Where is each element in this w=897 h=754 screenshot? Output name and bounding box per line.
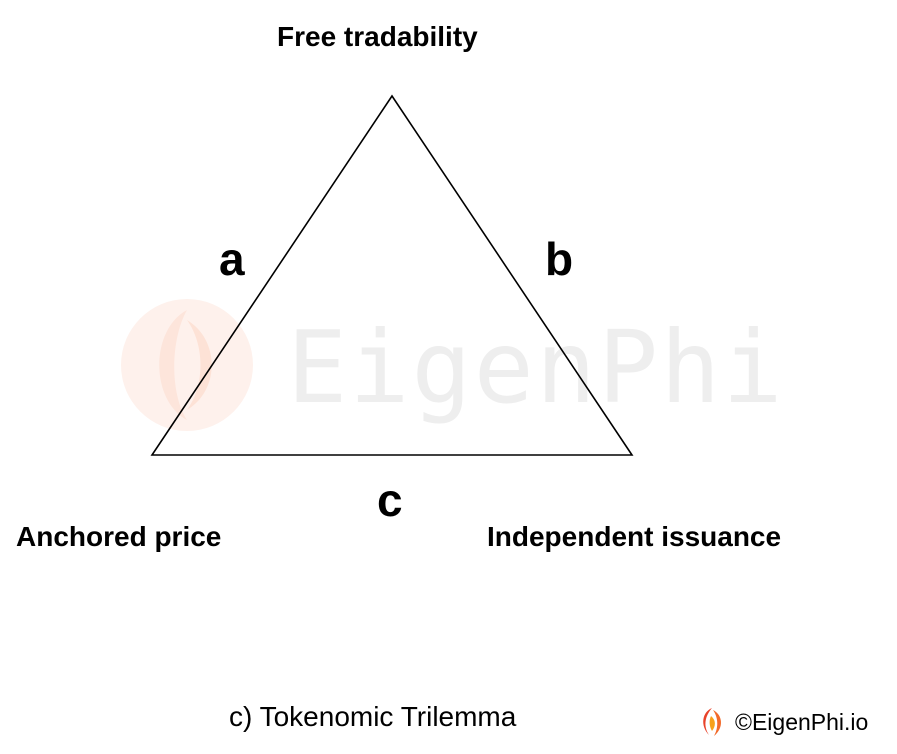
triangle-shape: [150, 94, 634, 456]
figure-caption: c) Tokenomic Trilemma: [229, 701, 517, 732]
credit-text: ©EigenPhi.io: [735, 709, 869, 735]
watermark-text: EigenPhi: [287, 309, 785, 426]
side-label-b: b: [545, 233, 574, 285]
side-label-a: a: [219, 233, 245, 285]
vertex-label-top: Free tradability: [277, 21, 478, 52]
vertex-label-bottom-right: Independent issuance: [487, 521, 782, 552]
vertex-label-bottom-left: Anchored price: [16, 521, 222, 552]
eigenphi-logo-icon: [703, 708, 722, 736]
watermark-logo-icon: [121, 299, 253, 431]
side-label-c: c: [377, 474, 403, 526]
